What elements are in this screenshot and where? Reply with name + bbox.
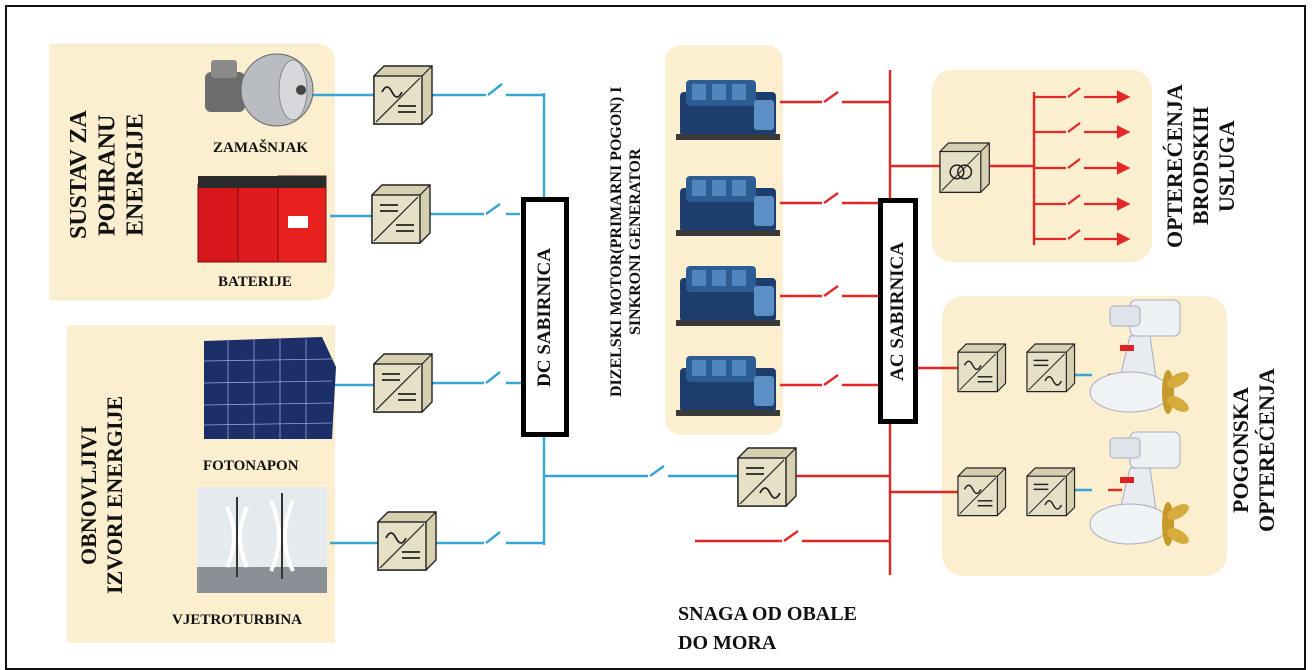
converter-shore — [737, 447, 797, 507]
renewables-title-panel — [67, 325, 167, 643]
solar-image — [203, 337, 336, 439]
storage-title-panel — [49, 44, 167, 300]
transformer — [939, 142, 990, 193]
propulsion-label: POGONSKA OPTEREĆENJA — [1228, 368, 1279, 532]
wind-label: VJETROTURBINA — [172, 612, 303, 628]
wind-turbine-image — [197, 487, 327, 593]
converter-wind — [377, 511, 437, 571]
flywheel-image — [205, 53, 314, 127]
renewables-title: OBNOVLJIVI IZVORI ENERGIJE — [76, 395, 127, 595]
generators-label: DIZELSKI MOTOR(PRIMARNI POGON) I SINKRON… — [608, 86, 644, 398]
propulsion-pod-2 — [1089, 431, 1192, 548]
ac-bus-label: AC SABIRNICA — [887, 241, 908, 381]
converter-battery — [371, 184, 431, 244]
converter-solar — [373, 353, 433, 413]
ac-bus-label-box: AC SABIRNICA — [878, 198, 918, 424]
generator-set-2 — [676, 176, 780, 236]
converter-flywheel — [373, 65, 433, 125]
propulsion-pod-1 — [1089, 299, 1192, 416]
generator-set-4 — [676, 356, 780, 416]
converter-prop2-rect — [957, 467, 1007, 517]
battery-label: BATERIJE — [218, 274, 292, 290]
generator-set-1 — [676, 80, 780, 140]
solar-label: FOTONAPON — [203, 458, 299, 474]
battery-image — [197, 175, 327, 263]
storage-title: SUSTAV ZA POHRANU ENERGIJE — [66, 110, 149, 240]
dc-bus-label: DC SABIRNICA — [534, 247, 555, 387]
ship-loads-label: OPTEREĆENJA BRODSKIH USLUGA — [1162, 84, 1239, 248]
generator-set-3 — [676, 266, 780, 326]
dc-bus-label-box: DC SABIRNICA — [521, 197, 569, 437]
ship-load-feeders — [1034, 87, 1131, 246]
shore-power-label: SNAGA OD OBALE DO MORA — [678, 603, 857, 654]
converter-prop1-inv — [1026, 343, 1076, 393]
converter-prop2-inv — [1026, 467, 1076, 517]
converter-prop1-rect — [957, 343, 1007, 393]
flywheel-label: ZAMAŠNJAK — [213, 140, 309, 156]
